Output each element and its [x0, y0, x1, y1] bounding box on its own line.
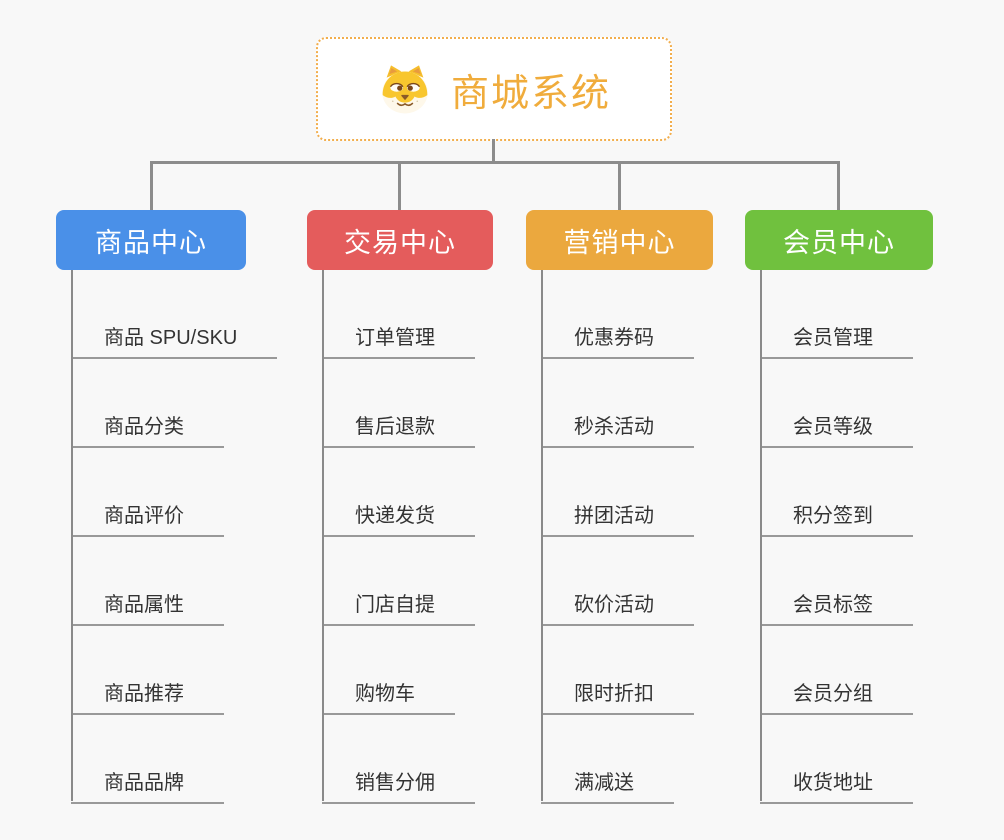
sub-topic-label: 积分签到	[760, 499, 913, 537]
sub-topic-label: 砍价活动	[541, 588, 694, 626]
sub-topic-label: 优惠券码	[541, 321, 694, 359]
branch-trade-center: 交易中心 订单管理 售后退款 快递发货 门店自提 购物车 销售分佣	[307, 210, 493, 804]
branch-topic-label: 会员中心	[783, 227, 895, 258]
sub-topic[interactable]: 商品品牌	[71, 715, 277, 804]
connector-root-stem	[492, 139, 495, 162]
sub-topic[interactable]: 满减送	[541, 715, 713, 804]
connector-trunk	[322, 270, 324, 801]
connector-stub-trade	[398, 163, 401, 210]
connector-trunk	[760, 270, 762, 801]
sub-topic-label: 商品评价	[71, 499, 224, 537]
sub-topic[interactable]: 购物车	[322, 626, 493, 715]
root-topic-label: 商城系统	[450, 72, 611, 115]
sub-topic-label: 秒杀活动	[541, 410, 694, 448]
branch-topic-label: 营销中心	[563, 227, 676, 258]
sub-topic[interactable]: 优惠券码	[541, 270, 713, 359]
branch-marketing-center: 营销中心 优惠券码 秒杀活动 拼团活动 砍价活动 限时折扣 满减送	[526, 210, 713, 804]
branch-topic-marketing-center[interactable]: 营销中心	[526, 210, 713, 270]
sub-topic-label: 订单管理	[322, 321, 475, 359]
branch-topic-member-center[interactable]: 会员中心	[745, 210, 933, 270]
sub-topic-label: 限时折扣	[541, 677, 694, 715]
connector-horizontal-bar	[150, 161, 840, 164]
sub-topic-label: 门店自提	[322, 588, 475, 626]
branch-member-center: 会员中心 会员管理 会员等级 积分签到 会员标签 会员分组 收货地址	[745, 210, 933, 804]
sub-topic[interactable]: 积分签到	[760, 448, 933, 537]
sub-topic-label: 销售分佣	[322, 766, 475, 804]
connector-trunk	[541, 270, 543, 801]
sub-topic-label: 会员分组	[760, 677, 913, 715]
sub-topic[interactable]: 商品推荐	[71, 626, 277, 715]
branch-children-member: 会员管理 会员等级 积分签到 会员标签 会员分组 收货地址	[760, 270, 933, 804]
connector-stub-member	[837, 163, 840, 210]
sub-topic[interactable]: 收货地址	[760, 715, 933, 804]
sub-topic-label: 售后退款	[322, 410, 475, 448]
root-topic[interactable]: 商城系统	[316, 37, 672, 141]
branch-topic-trade-center[interactable]: 交易中心	[307, 210, 493, 270]
sub-topic[interactable]: 商品评价	[71, 448, 277, 537]
sub-topic-label: 商品推荐	[71, 677, 224, 715]
sub-topic[interactable]: 快递发货	[322, 448, 493, 537]
sub-topic-label: 商品 SPU/SKU	[71, 321, 278, 359]
sub-topic[interactable]: 会员管理	[760, 270, 933, 359]
sub-topic[interactable]: 商品 SPU/SKU	[71, 270, 278, 359]
branch-goods-center: 商品中心 商品 SPU/SKU 商品分类 商品评价 商品属性 商品推荐 商品品牌	[56, 210, 278, 804]
sub-topic-label: 满减送	[541, 766, 674, 804]
sub-topic-label: 购物车	[322, 677, 455, 715]
sub-topic[interactable]: 售后退款	[322, 359, 493, 448]
branch-children-goods: 商品 SPU/SKU 商品分类 商品评价 商品属性 商品推荐 商品品牌	[71, 270, 278, 804]
connector-trunk	[71, 270, 73, 801]
sub-topic-label: 商品品牌	[71, 766, 224, 804]
branch-topic-goods-center[interactable]: 商品中心	[56, 210, 246, 270]
dog-face-icon	[382, 65, 428, 114]
sub-topic-label: 收货地址	[760, 766, 913, 804]
sub-topic-label: 快递发货	[322, 499, 475, 537]
sub-topic[interactable]: 订单管理	[322, 270, 493, 359]
sub-topic-label: 商品分类	[71, 410, 224, 448]
sub-topic[interactable]: 商品分类	[71, 359, 277, 448]
sub-topic[interactable]: 销售分佣	[322, 715, 493, 804]
sub-topic[interactable]: 秒杀活动	[541, 359, 713, 448]
sub-topic[interactable]: 会员等级	[760, 359, 933, 448]
connector-stub-goods	[150, 163, 153, 210]
sub-topic[interactable]: 商品属性	[71, 537, 277, 626]
branch-topic-label: 交易中心	[344, 227, 456, 258]
sub-topic-label: 会员标签	[760, 588, 913, 626]
sub-topic-label: 会员管理	[760, 321, 913, 359]
sub-topic[interactable]: 门店自提	[322, 537, 493, 626]
branch-topic-label: 商品中心	[95, 227, 207, 258]
sub-topic[interactable]: 限时折扣	[541, 626, 713, 715]
sub-topic[interactable]: 拼团活动	[541, 448, 713, 537]
sub-topic-label: 会员等级	[760, 410, 913, 448]
branch-children-trade: 订单管理 售后退款 快递发货 门店自提 购物车 销售分佣	[322, 270, 493, 804]
sub-topic[interactable]: 会员分组	[760, 626, 933, 715]
sub-topic-label: 拼团活动	[541, 499, 694, 537]
sub-topic[interactable]: 会员标签	[760, 537, 933, 626]
connector-stub-marketing	[618, 163, 621, 210]
sub-topic-label: 商品属性	[71, 588, 224, 626]
branch-children-marketing: 优惠券码 秒杀活动 拼团活动 砍价活动 限时折扣 满减送	[541, 270, 713, 804]
sub-topic[interactable]: 砍价活动	[541, 537, 713, 626]
